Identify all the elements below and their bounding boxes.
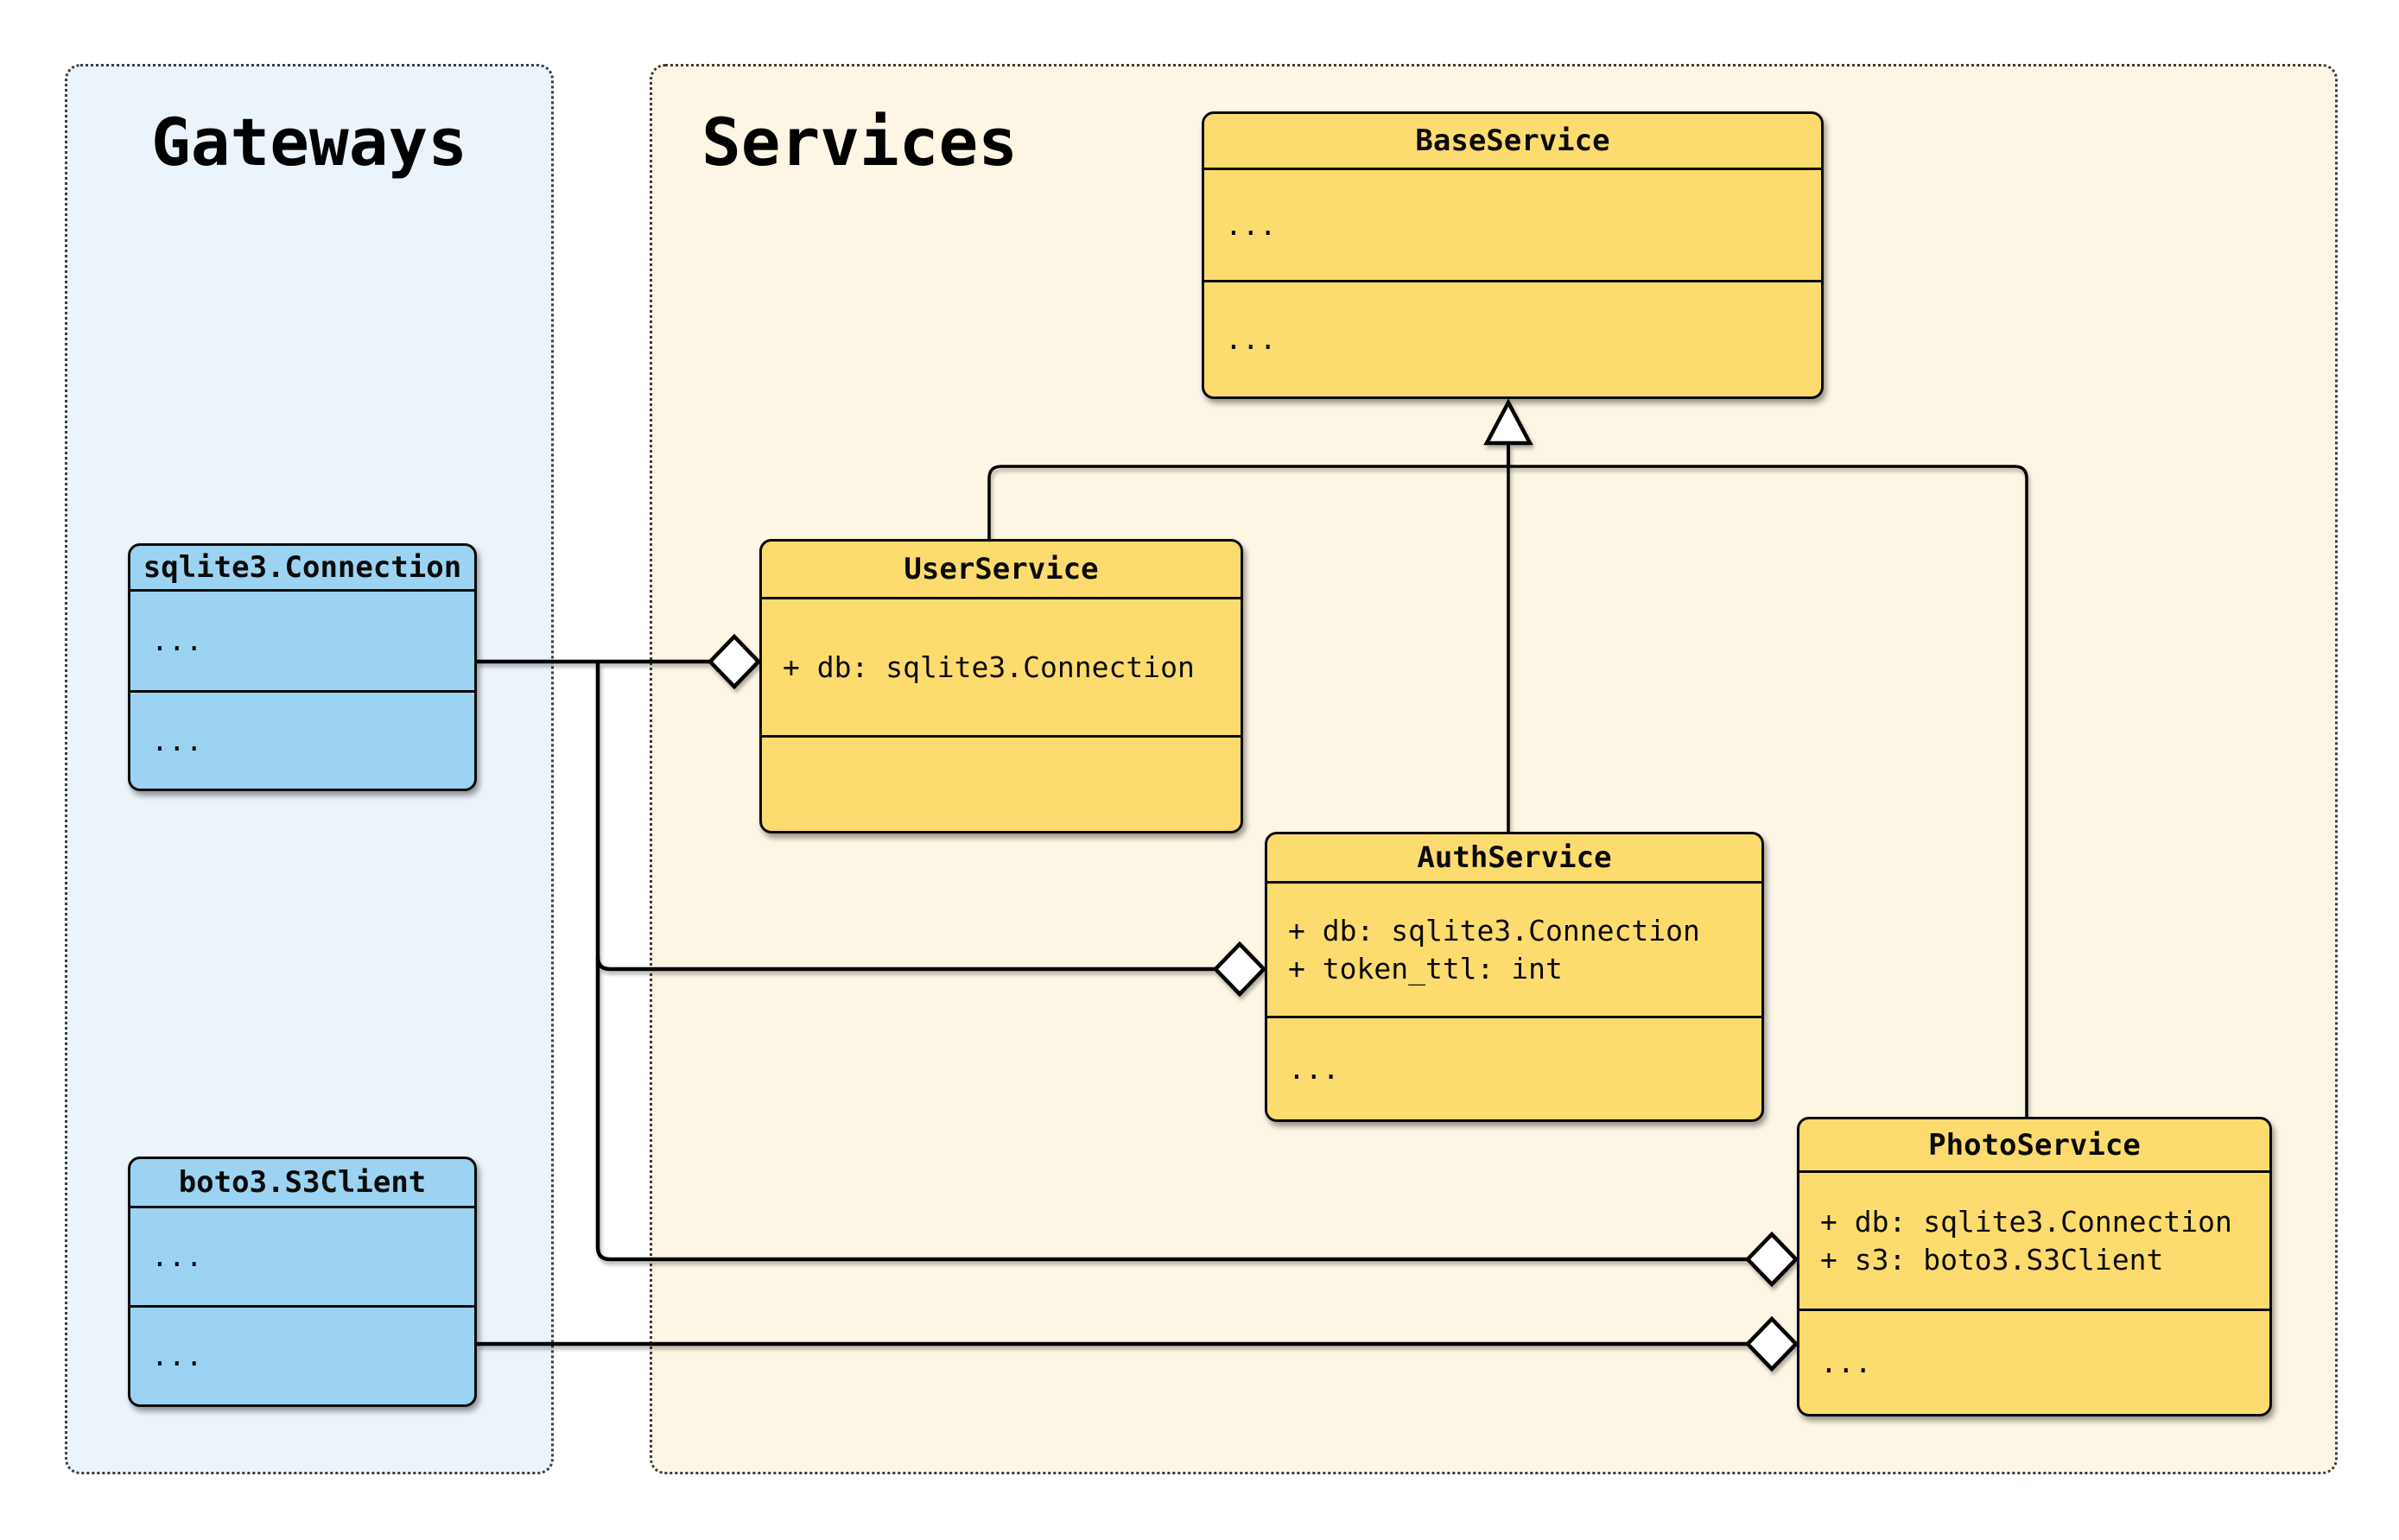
class-box-boto3-s3client: boto3.S3Client ... ... <box>128 1157 477 1407</box>
attribute-line: + db: sqlite3.Connection <box>1288 913 1700 947</box>
aggregation-diamond-authservice <box>1212 941 1267 998</box>
class-methods: ... <box>1204 282 1821 396</box>
attribute-line: + s3: boto3.S3Client <box>1820 1242 2164 1277</box>
class-methods <box>762 738 1241 831</box>
attribute-line: ... <box>151 1239 203 1273</box>
class-name: UserService <box>762 542 1241 599</box>
method-line: ... <box>1288 1051 1340 1086</box>
class-attributes: ... <box>130 592 474 693</box>
class-attributes: + db: sqlite3.Connection + token_ttl: in… <box>1267 884 1761 1018</box>
attribute-line: + db: sqlite3.Connection <box>1820 1204 2232 1239</box>
class-box-sqlite3-connection: sqlite3.Connection ... ... <box>128 543 477 791</box>
method-line: ... <box>151 723 203 757</box>
class-box-photoservice: PhotoService + db: sqlite3.Connection + … <box>1797 1117 2272 1416</box>
aggregation-line-sqlite-photoservice <box>595 662 1748 1262</box>
attribute-line: ... <box>1225 207 1277 242</box>
class-name: AuthService <box>1267 834 1761 884</box>
class-attributes: + db: sqlite3.Connection + s3: boto3.S3C… <box>1799 1173 2269 1311</box>
inheritance-triangle-icon <box>1483 398 1533 446</box>
class-attributes: + db: sqlite3.Connection <box>762 599 1241 738</box>
class-name: BaseService <box>1204 114 1821 170</box>
class-attributes: ... <box>130 1208 474 1308</box>
class-methods: ... <box>130 1308 474 1404</box>
class-attributes: ... <box>1204 170 1821 282</box>
method-line: ... <box>1225 322 1277 356</box>
class-box-userservice: UserService + db: sqlite3.Connection <box>759 539 1243 833</box>
class-box-baseservice: BaseService ... ... <box>1202 111 1824 399</box>
aggregation-diamond-userservice <box>707 633 762 690</box>
class-name: sqlite3.Connection <box>130 546 474 592</box>
services-panel-title: Services <box>701 104 1019 181</box>
attribute-line: + token_ttl: int <box>1288 951 1563 985</box>
attribute-line: + db: sqlite3.Connection <box>783 650 1195 684</box>
attribute-line: ... <box>151 624 203 657</box>
aggregation-diamond-photoservice-s3 <box>1744 1315 1799 1372</box>
aggregation-line-sqlite-authservice <box>595 956 1215 972</box>
method-line: ... <box>1820 1345 1872 1379</box>
method-line: ... <box>151 1339 203 1372</box>
class-methods: ... <box>130 693 474 789</box>
class-box-authservice: AuthService + db: sqlite3.Connection + t… <box>1265 832 1764 1122</box>
aggregation-diamond-photoservice-db <box>1744 1231 1799 1288</box>
class-methods: ... <box>1799 1311 2269 1414</box>
class-name: boto3.S3Client <box>130 1159 474 1208</box>
gateways-panel-title: Gateways <box>150 104 468 181</box>
class-methods: ... <box>1267 1018 1761 1119</box>
class-name: PhotoService <box>1799 1119 2269 1173</box>
